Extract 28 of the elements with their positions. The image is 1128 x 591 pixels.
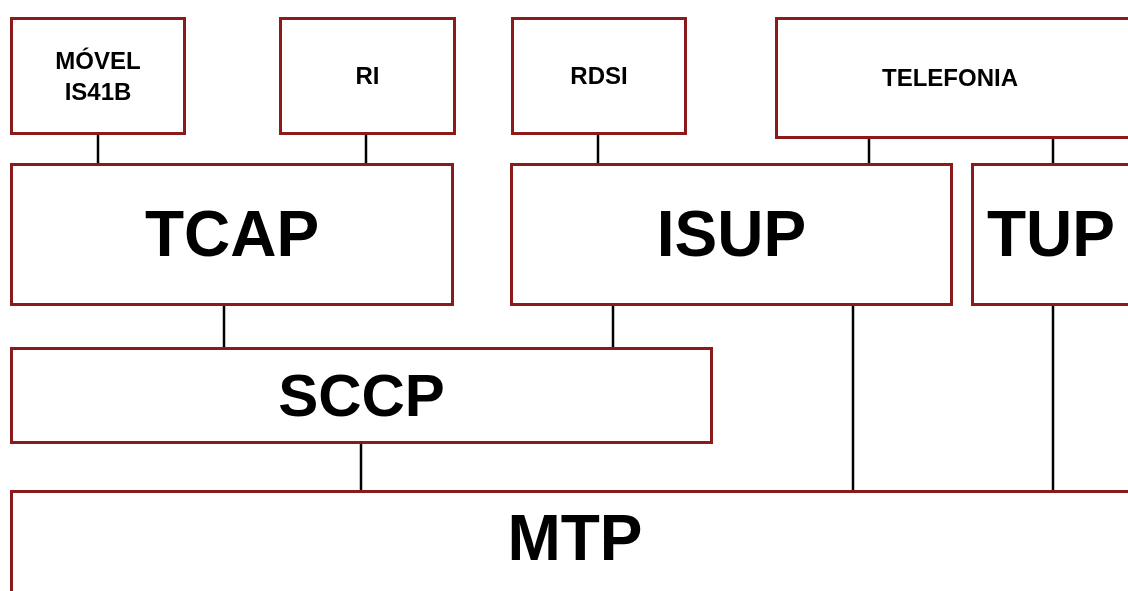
protocol-box <box>511 17 687 135</box>
protocol-box <box>279 17 456 135</box>
connector-line <box>222 306 226 347</box>
protocol-box <box>775 17 1128 139</box>
protocol-box <box>10 490 1128 591</box>
layer-label: SCCP <box>278 360 445 431</box>
layer-label: RDSI <box>570 61 628 92</box>
protocol-box <box>510 163 953 306</box>
connector-line <box>1051 139 1055 163</box>
protocol-box <box>10 17 186 135</box>
layer-label: MTP <box>507 501 643 577</box>
connector-line <box>596 135 600 163</box>
protocol-box <box>10 163 454 306</box>
connector-line <box>867 139 871 163</box>
protocol-box <box>971 163 1128 306</box>
layer-label: TELEFONIA <box>882 63 1018 94</box>
connector-line <box>851 306 855 490</box>
connector-line <box>611 306 615 347</box>
layer-label: MÓVEL IS41B <box>54 45 142 107</box>
protocol-box <box>10 347 713 444</box>
layer-label: ISUP <box>656 196 807 272</box>
connector-line <box>359 444 363 490</box>
layer-label: TUP <box>987 196 1115 272</box>
layer-label: TCAP <box>144 196 320 272</box>
connector-line <box>364 135 368 163</box>
layer-label: RI <box>355 61 380 92</box>
connector-line <box>1051 306 1055 490</box>
connector-line <box>96 135 100 163</box>
